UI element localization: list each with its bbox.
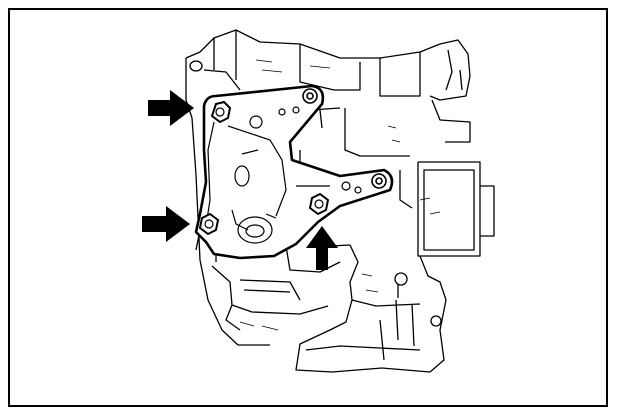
- bolt-right: [308, 192, 330, 216]
- arrow-icon-lower-left: [142, 206, 190, 242]
- bracket-details: [205, 106, 362, 244]
- bolt-far-right: [371, 173, 387, 189]
- bolt-lower-left: [198, 212, 220, 236]
- arrow-icon-upper-left: [148, 90, 194, 126]
- bolt-upper-right: [302, 88, 318, 104]
- bolt-upper-left: [210, 100, 232, 124]
- mounting-bracket: [194, 84, 394, 260]
- case-hatching: [239, 59, 441, 331]
- arrow-icon-bottom: [306, 226, 338, 270]
